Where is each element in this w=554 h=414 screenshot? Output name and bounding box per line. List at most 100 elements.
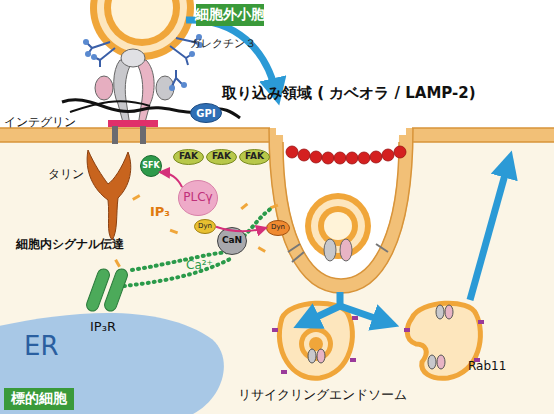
ip3-particles (258, 246, 266, 253)
kinase-oval: FAK (173, 149, 204, 165)
signal-arrow (160, 172, 182, 187)
integrin (112, 126, 118, 144)
extracellular-matrix (62, 100, 240, 118)
integrin (169, 85, 175, 91)
enzyme-circle: PLCγ (178, 180, 218, 216)
node-text: 細胞外小胞 (195, 7, 265, 22)
cell-membrane (269, 128, 413, 293)
caveola-beads (358, 152, 370, 164)
cytoplasm (270, 135, 412, 292)
ip3-particles (240, 203, 248, 210)
extracellular-vesicle (97, 0, 187, 53)
node-text: FAK (179, 152, 198, 162)
cell-membrane (0, 128, 554, 293)
integrin (136, 60, 154, 126)
trafficking-arrow (340, 306, 386, 322)
gpi-anchor-outline (191, 104, 222, 123)
internalized-vesicle (340, 239, 352, 261)
recycling-endosome (317, 349, 325, 363)
calcineurin-circle-outline (218, 228, 247, 255)
caveola-beads (346, 152, 358, 164)
extracellular-vesicle (86, 37, 200, 67)
extracellular-matrix (70, 101, 150, 112)
title-badge-outline (196, 4, 264, 26)
kinase-oval-outline (174, 150, 204, 165)
node-text: CaN (222, 236, 242, 246)
title-badge-outline (4, 388, 74, 410)
extracellular-matrix (62, 100, 240, 118)
kinase-circle: SFK (140, 155, 162, 177)
extracellular-vesicle (104, 0, 180, 46)
ip3-particles (114, 259, 121, 267)
extracellular-vesicle (83, 39, 89, 45)
signal-arrow (216, 227, 266, 232)
molecule-label: IP₃ (150, 205, 170, 220)
node-text: SFK (142, 162, 159, 171)
caveola-beads (286, 146, 298, 158)
recycling-endosome (428, 355, 436, 369)
calcium-flow (124, 208, 272, 286)
calcium-flow (124, 258, 232, 286)
node-text: PLCγ (183, 191, 212, 204)
cell-membrane (283, 142, 399, 279)
kinase-oval: FAK (206, 149, 237, 165)
protein-name: タリン (48, 168, 84, 182)
ion-label: Ca²⁺ (186, 259, 213, 273)
integrin (108, 120, 158, 127)
gpi-anchor: GPI (190, 103, 222, 123)
caveola-beads (286, 146, 406, 164)
talin (87, 150, 131, 240)
integrin (95, 76, 113, 100)
dynamin-oval-outline (267, 221, 290, 236)
ip3-particles (132, 194, 140, 201)
integrin (95, 49, 187, 144)
node-text: GPI (196, 108, 215, 119)
protein-name: ガレクチン３ (190, 38, 256, 51)
talin (87, 150, 131, 240)
node-text: FAK (212, 152, 231, 162)
cell-membrane (0, 128, 276, 142)
recycling-endosome (308, 349, 316, 363)
dynamin-oval: Dyn (266, 220, 290, 236)
ip3-receptor (103, 267, 129, 312)
kinase-oval-outline (207, 150, 237, 165)
node-text: Dyn (198, 223, 212, 231)
trafficking-arrow (470, 164, 508, 300)
node-text: ER (24, 332, 59, 361)
protein-name: インテグリン (4, 116, 76, 130)
title-badge: 標的細胞 (4, 388, 74, 410)
caveola-beads (334, 152, 346, 164)
recycling-endosome (436, 305, 444, 319)
receptor-label: IP₃R (90, 320, 116, 335)
extracellular-vesicle (189, 51, 195, 57)
extracellular-vesicle (83, 0, 203, 67)
region-label: 取り込み領域 ( カベオラ / LAMP-2) (222, 85, 476, 102)
extracellular-vesicle (90, 0, 194, 60)
integrin (181, 82, 187, 88)
er-organelle-outline (0, 313, 224, 414)
node-text: FAK (245, 152, 264, 162)
cell-membrane (406, 128, 554, 142)
internalized-vesicle (288, 193, 388, 262)
integrin (172, 70, 182, 86)
enzyme-circle-outline (179, 181, 218, 216)
recycling-endosome (272, 318, 484, 372)
integrin (156, 76, 174, 100)
integrin (114, 60, 132, 126)
trafficking-arrow (306, 292, 340, 322)
internalized-vesicle (305, 193, 371, 259)
organelle-label: リサイクリングエンドソーム (238, 388, 407, 403)
node-text: Dyn (271, 224, 285, 232)
extracellular-vesicle (111, 0, 173, 39)
internalized-vesicle (324, 212, 352, 240)
dynamin-oval: Dyn (194, 219, 216, 234)
trafficking-arrow (186, 20, 508, 322)
process-label: 細胞内シグナル伝達 (16, 238, 124, 252)
integrin (140, 126, 146, 144)
recycling-endosome (272, 303, 484, 378)
kinase-oval: FAK (239, 149, 270, 165)
extracellular-vesicle (85, 51, 91, 57)
internalized-vesicle (311, 199, 365, 253)
